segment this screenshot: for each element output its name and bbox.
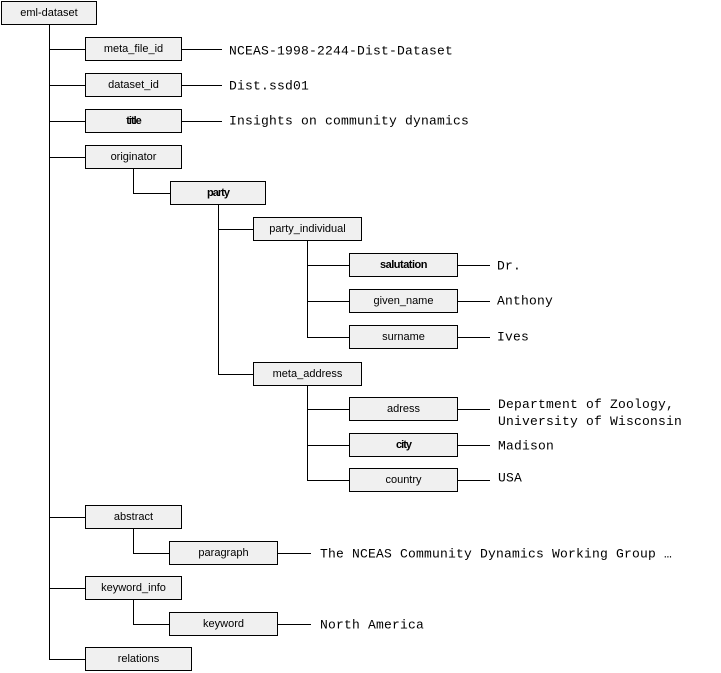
node-surname[interactable]: surname	[349, 325, 458, 349]
branch-keyword	[133, 624, 169, 625]
branch-country	[307, 480, 349, 481]
value-meta-file-id: NCEAS-1998-2244-Dist-Dataset	[229, 43, 454, 59]
trunk-meta-address	[307, 386, 308, 481]
branch-paragraph	[133, 553, 169, 554]
branch-party-individual	[218, 229, 253, 230]
node-label: abstract	[113, 511, 154, 523]
node-city[interactable]: city	[349, 433, 458, 457]
branch-city	[307, 445, 349, 446]
branch-dataset-id	[49, 85, 85, 86]
node-party[interactable]: party	[170, 181, 266, 205]
node-label: paragraph	[198, 547, 249, 559]
node-label: originator	[110, 151, 157, 163]
node-adress[interactable]: adress	[349, 397, 458, 421]
branch-abstract	[49, 517, 85, 518]
value-adress: Department of Zoology, University of Wis…	[498, 397, 683, 429]
node-party-individual[interactable]: party_individual	[253, 217, 362, 241]
node-label: country	[385, 474, 422, 486]
branch-originator	[49, 157, 85, 158]
branch-salutation	[307, 265, 349, 266]
node-given-name[interactable]: given_name	[349, 289, 458, 313]
value-line-keyword	[278, 624, 311, 625]
value-keyword: North America	[320, 617, 425, 633]
branch-adress	[307, 409, 349, 410]
trunk-party-individual	[307, 241, 308, 338]
node-label: eml-dataset	[20, 7, 78, 19]
node-label: party_individual	[269, 223, 346, 235]
node-eml-dataset[interactable]: eml-dataset	[1, 1, 97, 25]
node-label: title	[126, 115, 142, 127]
branch-party	[133, 193, 170, 194]
branch-meta-file-id	[49, 49, 85, 50]
value-line-salutation	[458, 265, 490, 266]
value-line-given-name	[458, 301, 490, 302]
branch-title	[49, 121, 85, 122]
branch-surname	[307, 337, 349, 338]
value-line-meta-file-id	[182, 49, 222, 50]
trunk-keyword-info	[133, 600, 134, 625]
node-label: keyword	[203, 618, 244, 630]
node-label: relations	[117, 653, 160, 665]
branch-given-name	[307, 301, 349, 302]
value-line-dataset-id	[182, 85, 222, 86]
value-line-country	[458, 480, 490, 481]
value-country: USA	[498, 470, 523, 486]
value-paragraph: The NCEAS Community Dynamics Working Gro…	[320, 546, 673, 562]
branch-relations	[49, 659, 85, 660]
node-label: keyword_info	[101, 582, 166, 594]
trunk-abstract	[133, 529, 134, 554]
node-label: party	[207, 187, 230, 199]
node-title[interactable]: title	[85, 109, 182, 133]
node-label: city	[396, 439, 412, 451]
node-relations[interactable]: relations	[85, 647, 192, 671]
value-title: Insights on community dynamics	[229, 113, 470, 129]
node-meta-file-id[interactable]: meta_file_id	[85, 37, 182, 61]
trunk-root	[49, 25, 50, 660]
node-originator[interactable]: originator	[85, 145, 182, 169]
node-meta-address[interactable]: meta_address	[253, 362, 362, 386]
node-label: meta_file_id	[103, 43, 164, 55]
value-city: Madison	[498, 438, 555, 454]
trunk-originator	[133, 169, 134, 194]
branch-keyword-info	[49, 588, 85, 589]
value-line-city	[458, 445, 490, 446]
value-surname: Ives	[497, 329, 530, 345]
node-abstract[interactable]: abstract	[85, 505, 182, 529]
branch-meta-address	[218, 374, 253, 375]
value-line-paragraph	[278, 553, 311, 554]
node-country[interactable]: country	[349, 468, 458, 492]
value-dataset-id: Dist.ssd01	[229, 78, 310, 94]
node-label: salutation	[380, 259, 427, 271]
trunk-party	[218, 205, 219, 375]
node-label: dataset_id	[108, 79, 159, 91]
value-line-title	[182, 121, 222, 122]
node-keyword[interactable]: keyword	[169, 612, 278, 636]
node-salutation[interactable]: salutation	[349, 253, 458, 277]
node-label: adress	[386, 403, 421, 415]
node-label: given_name	[373, 295, 434, 307]
value-given-name: Anthony	[497, 293, 554, 309]
value-line-surname	[458, 337, 490, 338]
node-label: surname	[382, 331, 425, 343]
value-salutation: Dr.	[497, 258, 522, 274]
node-keyword-info[interactable]: keyword_info	[85, 576, 182, 600]
node-label: meta_address	[272, 368, 343, 380]
node-dataset-id[interactable]: dataset_id	[85, 73, 182, 97]
node-paragraph[interactable]: paragraph	[169, 541, 278, 565]
value-line-adress	[458, 409, 490, 410]
